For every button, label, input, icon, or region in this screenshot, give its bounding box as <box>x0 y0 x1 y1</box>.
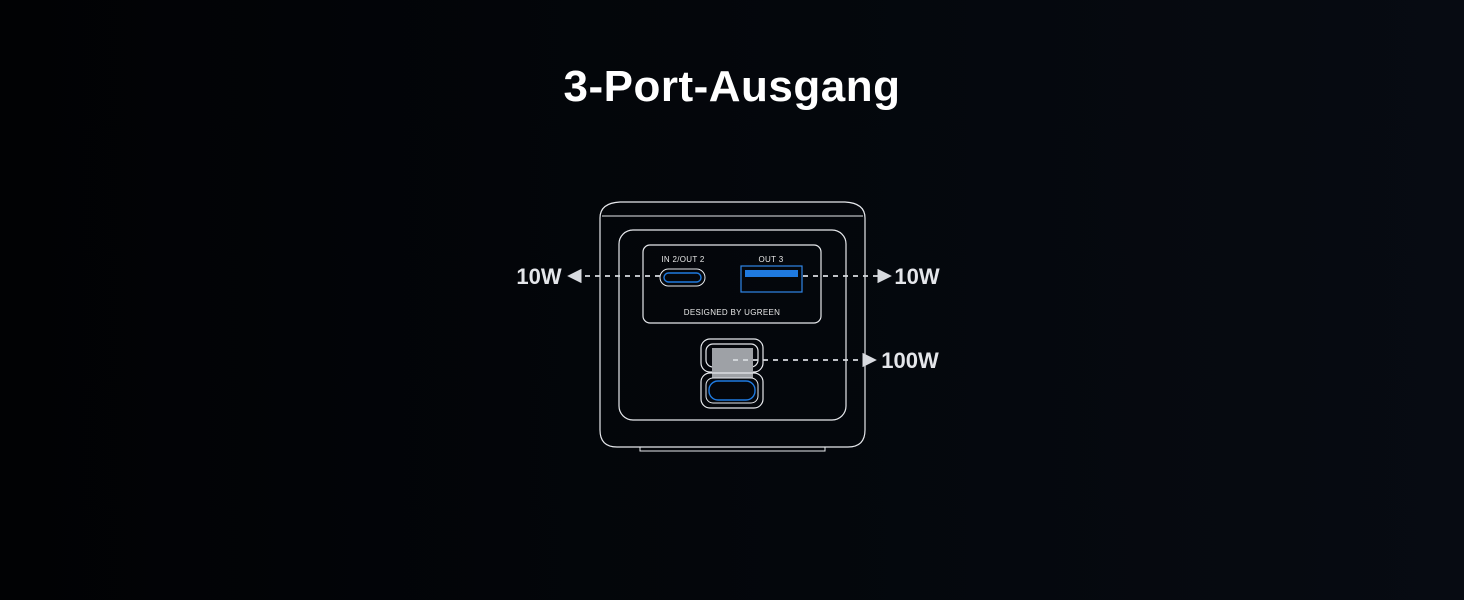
inner-panel <box>618 229 847 421</box>
port-label-right: OUT 3 <box>759 255 784 264</box>
page-title: 3-Port-Ausgang <box>563 62 901 111</box>
branding-text: DESIGNED BY UGREEN <box>684 308 780 317</box>
callout-right-label: 10W <box>894 264 939 289</box>
power-station-outline <box>599 201 866 452</box>
port-panel <box>642 244 822 324</box>
port-label-left: IN 2/OUT 2 <box>661 255 705 264</box>
usb-c-port <box>659 268 706 287</box>
dc-port-bottom <box>700 372 764 409</box>
callout-bottom-label: 100W <box>881 348 939 373</box>
callout-left-label: 10W <box>516 264 561 289</box>
usb-a-port <box>740 265 803 293</box>
